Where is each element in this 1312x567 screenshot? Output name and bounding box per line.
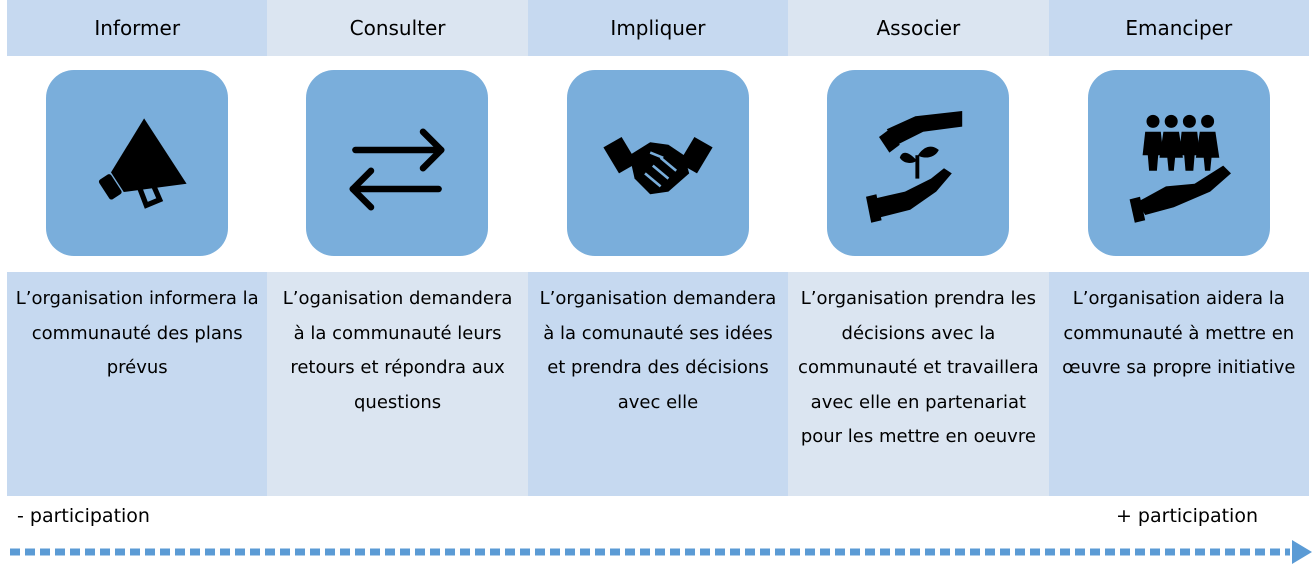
level-title: Emanciper [1048,0,1309,56]
level-description: L’organisation informera la communauté d… [7,272,268,496]
level-associer: Associer L’organisation prendra les déci… [788,0,1049,496]
level-emanciper: Emanciper L’organisation aidera la commu… [1048,0,1309,496]
participation-levels: Informer L’organisation informera la com… [7,0,1309,496]
level-informer: Informer L’organisation informera la com… [7,0,268,496]
level-description: L’organisation demandera à la comunauté … [527,272,789,496]
level-title: Consulter [267,0,528,56]
level-title: Informer [7,0,268,56]
exchange-arrows-icon [306,70,489,256]
handshake-icon [566,70,749,256]
megaphone-icon [46,70,228,256]
level-description: L’organisation prendra les décisions ave… [788,272,1049,496]
level-description: L’oganisation demandera à la communauté … [267,272,528,496]
level-title: Impliquer [527,0,789,56]
level-consulter: Consulter L’oganisation demandera à la c… [267,0,528,496]
level-impliquer: Impliquer L’organisation demandera à la … [527,0,789,496]
level-description: L’organisation aidera la communauté à me… [1048,272,1309,496]
hand-people-icon [1087,70,1270,256]
hands-plant-icon [827,70,1010,256]
participation-arrow [10,540,1312,564]
high-participation-label: + participation [1115,505,1258,527]
level-title: Associer [788,0,1049,56]
low-participation-label: - participation [17,505,150,527]
